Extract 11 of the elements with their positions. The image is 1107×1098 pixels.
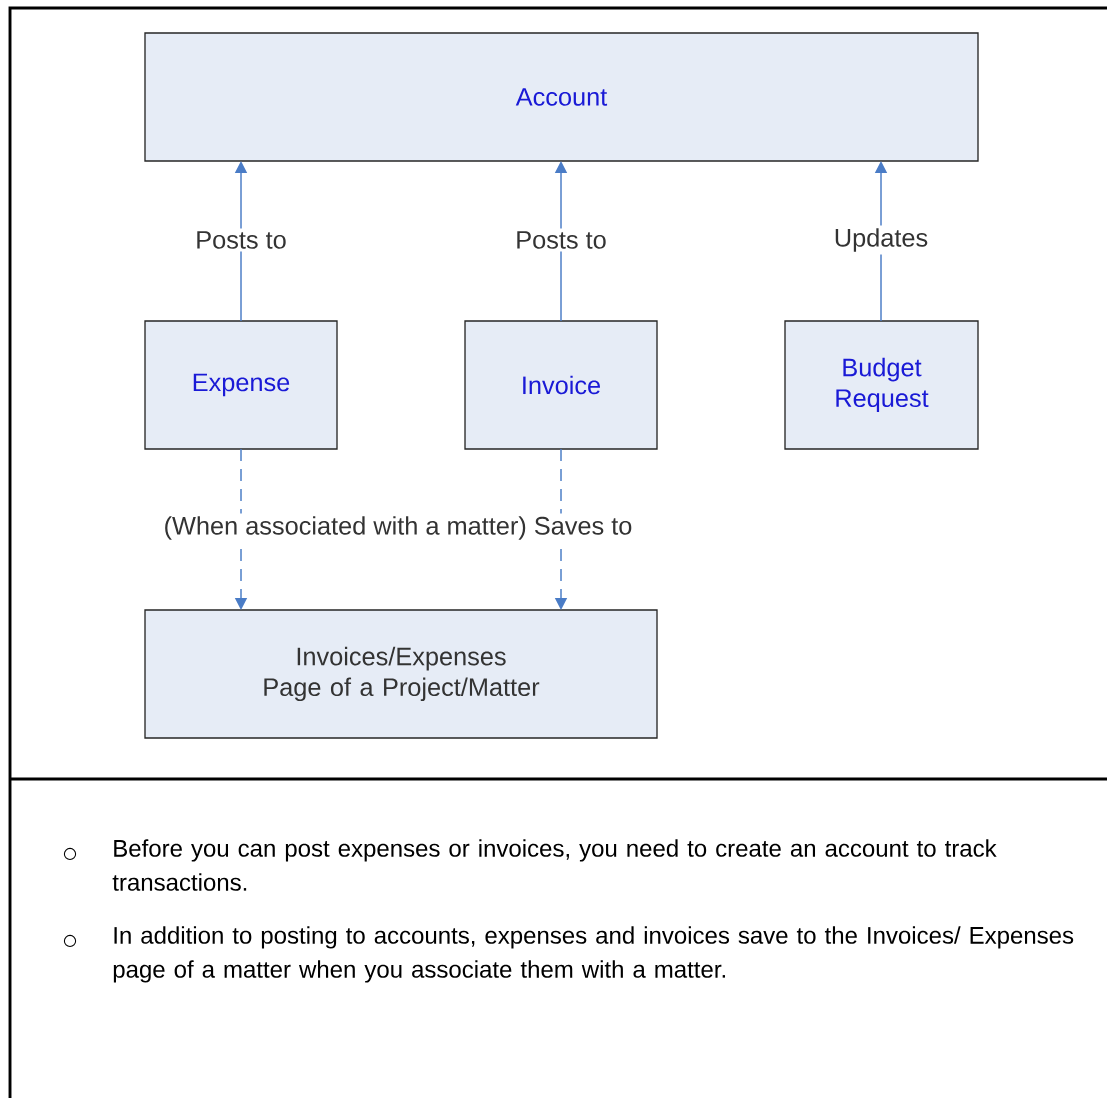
edge-label: Posts to <box>517 231 606 249</box>
bullet-text: Before you can post expenses or invoices, you need to create an account to track transactions. <box>112 839 997 891</box>
link-box: Invoice <box>464 320 658 450</box>
link-box: Expense <box>144 320 338 450</box>
bullet-text: In addition to posting to accounts, expenses and invoices save to the Invoices/ Expenses page of a matter when you associate them with a matter. <box>113 926 1074 983</box>
edge-label: Posts to <box>197 231 286 249</box>
edge-label: Updates <box>835 228 928 252</box>
link-box: Budget Request <box>784 320 979 450</box>
link-box: Account <box>144 32 979 162</box>
page-box: Invoices/Expenses Page of a Project/Matter <box>144 609 658 739</box>
edge-label: (When associated with a matter) Saves to <box>165 516 632 540</box>
